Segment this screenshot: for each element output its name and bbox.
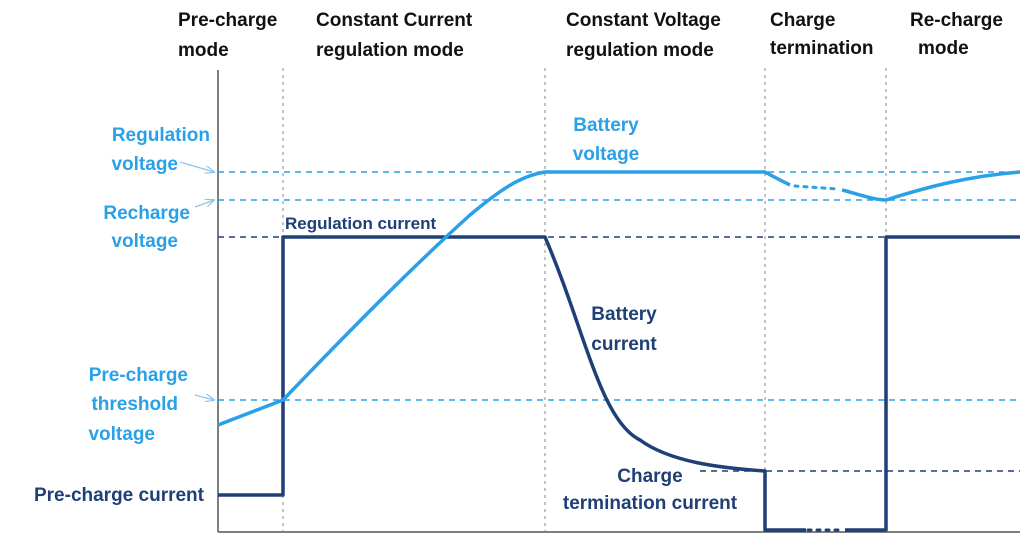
precharge-threshold-arrow xyxy=(194,395,214,400)
mode-precharge-line1: Pre-charge xyxy=(178,10,277,31)
mode-separators xyxy=(282,68,887,532)
charge-termination-label-line1: Charge xyxy=(617,466,682,487)
precharge-threshold-label-line1: Pre-charge xyxy=(89,365,188,386)
curve-labels: Battery voltage Battery current xyxy=(573,115,658,355)
battery-voltage-label-line2: voltage xyxy=(573,144,640,165)
precharge-current-label: Pre-charge current xyxy=(34,485,205,506)
mode-precharge-line2: mode xyxy=(178,40,229,61)
current-labels: Regulation current Pre-charge current Ch… xyxy=(34,214,738,514)
battery-current-label-line2: current xyxy=(591,334,657,355)
leader-arrows xyxy=(179,161,214,400)
mode-recharge-line1: Re-charge xyxy=(910,10,1003,31)
plot-frame xyxy=(217,70,1020,533)
mode-termination-line1: Charge xyxy=(770,10,835,31)
mode-headers: Pre-charge mode Constant Current regulat… xyxy=(178,10,1003,61)
battery-voltage-curve xyxy=(217,170,1020,427)
mode-cc-line2: regulation mode xyxy=(316,40,464,61)
recharge-voltage-label-line1: Recharge xyxy=(103,203,190,224)
battery-current-curve xyxy=(218,235,1020,532)
mode-cv-line1: Constant Voltage xyxy=(566,10,721,31)
regulation-voltage-label-line2: voltage xyxy=(111,154,178,175)
recharge-voltage-label-line2: voltage xyxy=(111,231,178,252)
regulation-voltage-label-line1: Regulation xyxy=(112,125,210,146)
mode-cc-line1: Constant Current xyxy=(316,10,473,31)
mode-termination-line2: termination xyxy=(770,38,873,59)
charge-termination-label-line2: termination current xyxy=(563,493,738,514)
regulation-voltage-arrow xyxy=(179,161,214,172)
mode-cv-line2: regulation mode xyxy=(566,40,714,61)
voltage-labels: Regulation voltage Recharge voltage Pre-… xyxy=(88,125,210,445)
battery-voltage-label-line1: Battery xyxy=(573,115,639,136)
regulation-current-label: Regulation current xyxy=(285,214,436,233)
precharge-threshold-label-line2: threshold xyxy=(91,394,178,415)
voltage-threshold-lines xyxy=(218,171,1020,401)
mode-recharge-line2: mode xyxy=(918,38,969,59)
precharge-threshold-label-line3: voltage xyxy=(88,424,155,445)
battery-current-label-line1: Battery xyxy=(591,304,657,325)
recharge-voltage-arrow xyxy=(194,200,214,208)
